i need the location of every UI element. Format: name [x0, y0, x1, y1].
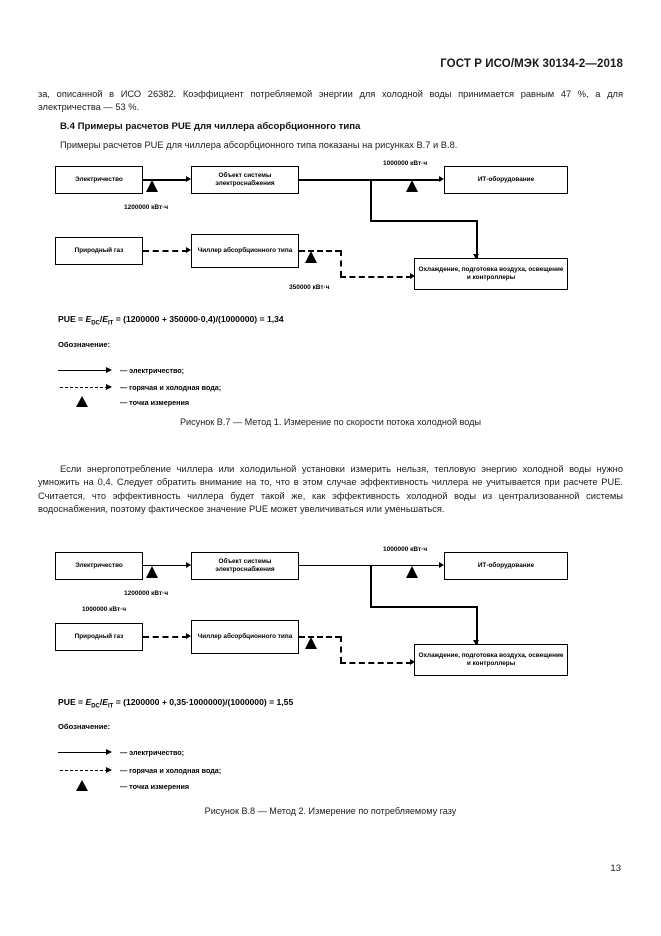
- b8-legend-row-water: — горячая и холодная вода;: [58, 764, 221, 776]
- b8-arrow-electricity-to-power: [186, 561, 191, 568]
- b7-label-it-in: 1000000 кВт·ч: [383, 160, 428, 167]
- b7-box-power-system: Объект системы электроснабжения: [191, 166, 299, 194]
- b7-legend-row-electricity: — электричество;: [58, 364, 184, 376]
- b8-legend-key-meter-triangle: [58, 780, 120, 792]
- b8-formula: PUE = EDC/EIT = (1200000 + 0,35·1000000)…: [58, 697, 293, 710]
- b8-line-chiller-out: [299, 636, 341, 638]
- b7-line-power-branch-right: [370, 220, 478, 222]
- b7-label-electricity-in: 1200000 кВт·ч: [124, 204, 169, 211]
- b8-formula-edc-sub: DC: [91, 703, 100, 710]
- b7-arrow-chiller-to-cooling: [410, 272, 415, 279]
- page-number: 13: [610, 863, 621, 874]
- b7-label-chiller-out: 350000 кВт·ч: [289, 284, 330, 291]
- b7-formula-expression: = (1200000 + 350000·0,4)/(1000000) = 1,3…: [113, 314, 284, 324]
- b8-label-gas-in: 1000000 кВт·ч: [82, 606, 127, 613]
- b7-legend-label-water: — горячая и холодная вода;: [120, 382, 222, 392]
- b8-formula-eit: E: [102, 697, 108, 707]
- b8-arrow-branch-to-cooling: [472, 640, 479, 645]
- b8-box-cooling-block: Охлаждение, подготовка воздуха, освещени…: [414, 644, 568, 676]
- b8-line-electricity-to-power: [143, 565, 188, 566]
- b8-line-chiller-to-cooling: [340, 662, 412, 664]
- b7-line-electricity-to-power: [143, 179, 188, 181]
- b8-arrow-chiller-to-cooling: [410, 658, 415, 665]
- figure-b7-diagram: Электричество 1200000 кВт·ч Объект систе…: [0, 160, 661, 310]
- b7-legend-label-electricity: — электричество;: [120, 365, 185, 375]
- b8-box-electricity: Электричество: [55, 552, 143, 580]
- b7-arrow-electricity-to-power: [186, 175, 191, 182]
- b7-formula: PUE = EDC/EIT = (1200000 + 350000·0,4)/(…: [58, 314, 284, 327]
- middle-paragraph: Если энергопотребление чиллера или холод…: [38, 464, 623, 515]
- b7-legend-title: Обозначение:: [58, 340, 111, 349]
- section-lead-paragraph: Примеры расчетов PUE для чиллера абсорбц…: [60, 140, 458, 150]
- b8-legend-key-water-line: [58, 764, 120, 776]
- b8-legend-title: Обозначение:: [58, 722, 111, 731]
- b7-meter-it-input: [406, 180, 418, 192]
- b7-box-natural-gas: Природный газ: [55, 237, 143, 265]
- b8-line-chiller-down: [340, 636, 342, 663]
- b8-meter-it-input: [406, 566, 418, 578]
- b7-legend-row-water: — горячая и холодная вода;: [58, 381, 221, 393]
- b7-arrow-gas-to-chiller: [186, 246, 191, 253]
- b8-label-electricity-in: 1200000 кВт·ч: [124, 590, 169, 597]
- b8-box-it-equipment: ИТ-оборудование: [444, 552, 568, 580]
- b7-box-absorption-chiller: Чиллер абсорбционного типа: [191, 234, 299, 268]
- intro-paragraph: за, описанной в ИСО 26382. Коэффициент п…: [38, 89, 623, 113]
- b7-legend-label-meter: — точка измерения: [120, 397, 190, 407]
- b7-box-electricity: Электричество: [55, 166, 143, 194]
- b8-legend-row-meter: — точка измерения: [58, 780, 189, 792]
- b7-line-power-branch-down: [370, 179, 372, 221]
- b7-figure-caption: Рисунок В.7 — Метод 1. Измерение по скор…: [179, 417, 481, 427]
- figure-b8-diagram: Электричество 1200000 кВт·ч Объект систе…: [0, 546, 661, 696]
- b8-box-power-system: Объект системы электроснабжения: [191, 552, 299, 580]
- section-heading-b4: В.4 Примеры расчетов PUE для чиллера абс…: [60, 121, 361, 132]
- standard-header-title: ГОСТ Р ИСО/МЭК 30134-2—2018: [440, 58, 623, 70]
- b7-legend-key-meter-triangle: [58, 396, 120, 408]
- b8-figure-caption: Рисунок В.8 — Метод 2. Измерение по потр…: [204, 806, 457, 816]
- b8-legend-label-electricity: — электричество;: [120, 747, 185, 757]
- b7-formula-eit-sub: IT: [108, 320, 114, 327]
- b7-line-chiller-out: [299, 250, 341, 252]
- b7-legend-key-water-line: [58, 381, 120, 393]
- b8-box-natural-gas: Природный газ: [55, 623, 143, 651]
- b7-formula-edc-sub: DC: [91, 320, 100, 327]
- b7-arrow-branch-to-cooling: [472, 254, 479, 259]
- b8-formula-prefix: PUE =: [58, 697, 86, 707]
- b8-legend-row-electricity: — электричество;: [58, 746, 184, 758]
- b8-meter-chiller-output: [305, 637, 317, 649]
- b7-legend-key-electricity-line: [58, 364, 120, 376]
- b8-line-branch-to-cooling: [476, 606, 478, 644]
- b8-legend-label-water: — горячая и холодная вода;: [120, 765, 222, 775]
- b8-legend-key-electricity-line: [58, 746, 120, 758]
- b8-line-power-branch-right: [370, 606, 478, 608]
- b8-box-absorption-chiller: Чиллер абсорбционного типа: [191, 620, 299, 654]
- b7-formula-eit: E: [102, 314, 108, 324]
- b7-box-cooling-block: Охлаждение, подготовка воздуха, освещени…: [414, 258, 568, 290]
- b7-line-chiller-down: [340, 250, 342, 277]
- b8-arrow-gas-to-chiller: [186, 632, 191, 639]
- b7-formula-prefix: PUE =: [58, 314, 86, 324]
- b8-line-power-branch-down: [370, 565, 372, 607]
- b7-arrow-power-to-it: [439, 175, 444, 182]
- b7-box-it-equipment: ИТ-оборудование: [444, 166, 568, 194]
- b8-arrow-power-to-it: [439, 561, 444, 568]
- b7-formula-slash: /: [99, 314, 103, 324]
- b8-meter-electricity-input: [146, 566, 158, 578]
- b7-line-gas-to-chiller: [143, 250, 188, 252]
- b8-line-gas-to-chiller: [143, 636, 188, 638]
- b8-formula-slash: /: [99, 697, 103, 707]
- b7-formula-edc: E: [85, 314, 92, 324]
- b8-label-it-in: 1000000 кВт·ч: [383, 546, 428, 553]
- b8-formula-edc: E: [85, 697, 92, 707]
- b7-line-chiller-to-cooling: [340, 276, 412, 278]
- b7-legend-row-meter: — точка измерения: [58, 396, 189, 408]
- b8-formula-eit-sub: IT: [108, 703, 114, 710]
- b7-meter-chiller-output: [305, 251, 317, 263]
- b7-line-branch-to-cooling: [476, 220, 478, 258]
- b8-formula-expression: = (1200000 + 0,35·1000000)/(1000000) = 1…: [113, 697, 294, 707]
- b7-meter-electricity-input: [146, 180, 158, 192]
- b8-legend-label-meter: — точка измерения: [120, 781, 190, 791]
